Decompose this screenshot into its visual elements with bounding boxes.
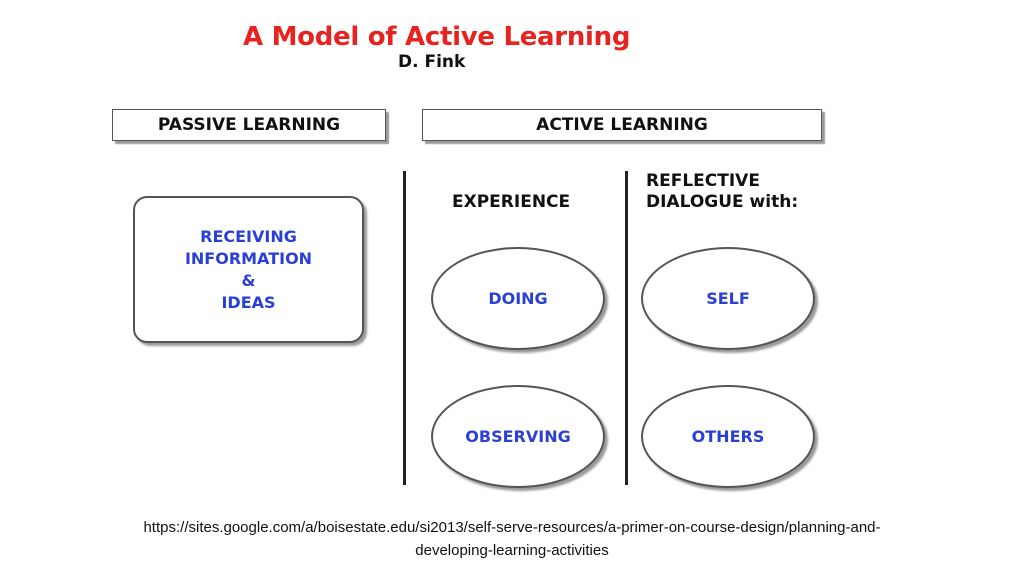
doing-label: DOING — [488, 289, 548, 308]
receiving-line-3: & — [241, 270, 256, 290]
self-label: SELF — [706, 289, 750, 308]
active-learning-label: ACTIVE LEARNING — [536, 115, 708, 135]
passive-learning-label: PASSIVE LEARNING — [157, 115, 341, 135]
experience-heading: EXPERIENCE — [452, 192, 571, 212]
reflective-heading-line-1: REFLECTIVE — [646, 171, 760, 191]
self-oval: SELF — [641, 247, 815, 350]
receiving-line-2: INFORMATION — [184, 248, 313, 268]
others-label: OTHERS — [691, 427, 765, 446]
column-divider-right — [625, 171, 628, 485]
diagram-author: D. Fink — [398, 52, 466, 72]
source-url[interactable]: https://sites.google.com/a/boisestate.ed… — [40, 516, 984, 562]
receiving-information-box: RECEIVING INFORMATION & IDEAS — [133, 196, 364, 343]
receiving-line-1: RECEIVING — [200, 226, 297, 246]
diagram-title: A Model of Active Learning — [243, 22, 631, 52]
source-url-line-2[interactable]: developing-learning-activities — [415, 542, 609, 559]
observing-oval: OBSERVING — [431, 385, 605, 488]
reflective-dialogue-heading: REFLECTIVE DIALOGUE with: — [646, 171, 798, 213]
doing-oval: DOING — [431, 247, 605, 350]
active-learning-header: ACTIVE LEARNING — [422, 109, 822, 141]
observing-label: OBSERVING — [465, 427, 571, 446]
column-divider-left — [403, 171, 406, 485]
passive-learning-header: PASSIVE LEARNING — [112, 109, 386, 141]
others-oval: OTHERS — [641, 385, 815, 488]
receiving-line-4: IDEAS — [221, 292, 276, 312]
reflective-heading-line-2: DIALOGUE with: — [646, 192, 799, 212]
source-url-line-1[interactable]: https://sites.google.com/a/boisestate.ed… — [143, 519, 881, 536]
